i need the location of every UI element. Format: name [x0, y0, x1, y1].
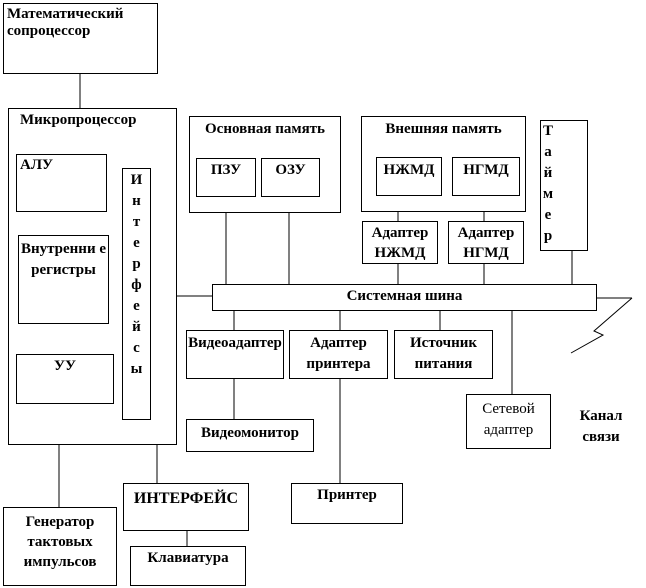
printer-box: Принтер: [291, 483, 403, 524]
control-unit-label: УУ: [53, 358, 77, 374]
hdd-label: НЖМД: [383, 162, 435, 178]
interfaces-box: И н т е р ф е й с ы: [122, 168, 151, 420]
external-memory-label: Внешняя память: [385, 121, 502, 137]
clock-generator-label: Генератор тактовых импульсов: [23, 514, 97, 570]
rom-label: ПЗУ: [210, 162, 242, 178]
ram-label: ОЗУ: [275, 162, 306, 178]
video-monitor-box: Видеомонитор: [186, 419, 314, 452]
printer-adapter-box: Адаптер принтера: [289, 330, 388, 379]
internal-registers-label: Внутренни е регистры: [20, 241, 107, 278]
interface-label: ИНТЕРФЕЙС: [133, 490, 239, 507]
keyboard-box: Клавиатура: [130, 546, 246, 586]
math-coprocessor-box: Математический сопроцессор: [3, 3, 158, 74]
comm-channel-label: Канал связи: [579, 408, 623, 445]
network-adapter-box: Сетевой адаптер: [466, 394, 551, 449]
hdd-box: НЖМД: [376, 157, 442, 196]
math-coprocessor-label: Математический сопроцессор: [7, 6, 124, 40]
fdd-label: НГМД: [463, 162, 509, 178]
network-adapter-label: Сетевой адаптер: [482, 401, 535, 438]
video-adapter-box: Видеоадаптер: [186, 330, 284, 379]
system-bus-box: Системная шина: [212, 284, 597, 311]
power-supply-label: Источник питания: [410, 335, 477, 372]
main-memory-label: Основная память: [205, 121, 325, 137]
system-bus-label: Системная шина: [346, 288, 463, 304]
alu-label: АЛУ: [20, 157, 54, 173]
timer-label: Т а й м е р: [542, 123, 554, 244]
power-supply-box: Источник питания: [394, 330, 493, 379]
alu-box: АЛУ: [16, 154, 107, 212]
timer-box: Т а й м е р: [540, 120, 588, 251]
hdd-adapter-box: Адаптер НЖМД: [362, 221, 438, 264]
keyboard-label: Клавиатура: [147, 550, 229, 566]
control-unit-box: УУ: [16, 354, 114, 404]
fdd-box: НГМД: [452, 157, 520, 196]
interfaces-label: И н т е р ф е й с ы: [130, 172, 143, 377]
hdd-adapter-label: Адаптер НЖМД: [371, 225, 429, 261]
printer-label: Принтер: [317, 487, 377, 503]
clock-generator-box: Генератор тактовых импульсов: [3, 507, 117, 586]
fdd-adapter-label: Адаптер НГМД: [457, 225, 515, 261]
internal-registers-box: Внутренни е регистры: [18, 235, 109, 324]
interface-box: ИНТЕРФЕЙС: [123, 483, 249, 531]
microprocessor-label: Микропроцессор: [20, 112, 137, 128]
ram-box: ОЗУ: [261, 158, 320, 197]
fdd-adapter-box: Адаптер НГМД: [448, 221, 524, 264]
rom-box: ПЗУ: [196, 158, 256, 197]
printer-adapter-label: Адаптер принтера: [306, 335, 371, 372]
video-adapter-label: Видеоадаптер: [188, 335, 282, 351]
video-monitor-label: Видеомонитор: [201, 425, 299, 441]
